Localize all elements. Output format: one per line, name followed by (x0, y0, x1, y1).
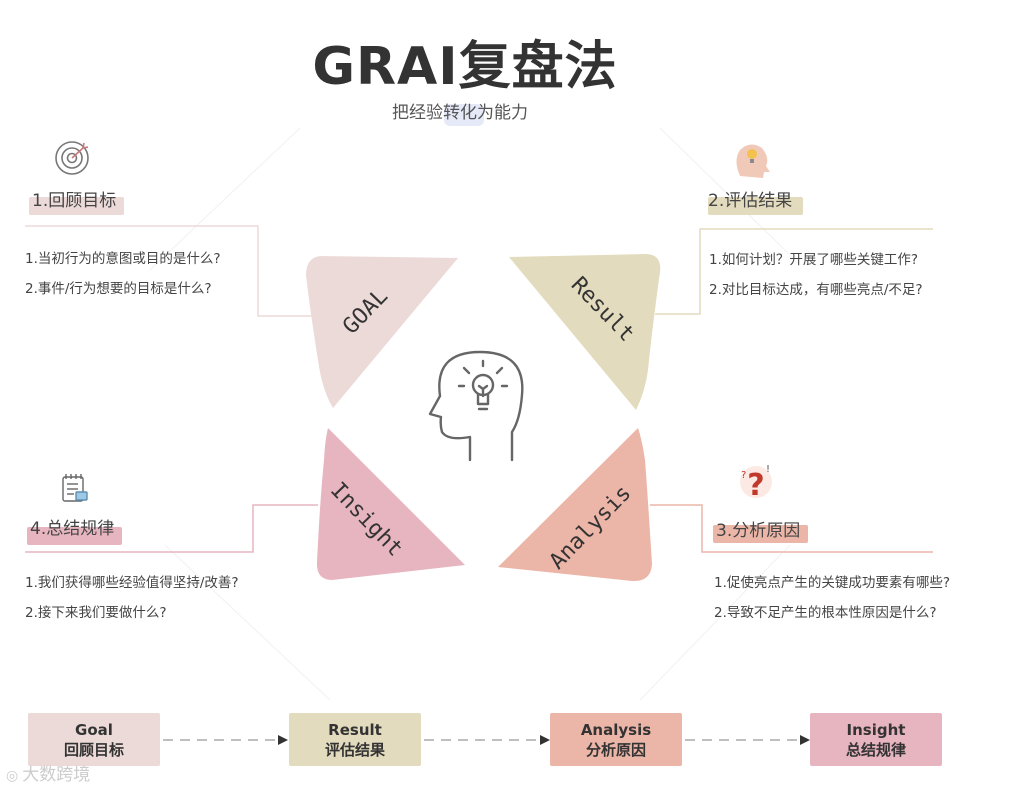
result-question-2: 2.对比目标达成，有哪些亮点/不足? (709, 282, 923, 298)
flow-step-insight-en: Insight (846, 720, 906, 739)
result-connector (655, 228, 933, 315)
result-question-1: 1.如何计划？开展了哪些关键工作? (709, 252, 919, 268)
watermark-logo-icon: ◎ (6, 768, 19, 784)
analysis-wedge (498, 428, 652, 582)
insight-question-2: 2.接下来我们要做什么? (25, 605, 167, 621)
flow-arrowheads (278, 735, 810, 745)
result-section-title: 2.评估结果 (708, 191, 793, 211)
analysis-title-highlight (713, 525, 808, 543)
target-icon (55, 141, 89, 175)
connectors (25, 225, 933, 553)
goal-wedge (306, 256, 458, 408)
insight-question-1: 1.我们获得哪些经验值得坚持/改善? (25, 575, 239, 591)
flow-step-analysis-en: Analysis (580, 720, 652, 739)
question-person-icon: ? ? ! (740, 464, 772, 503)
insight-section-title: 4.总结规律 (30, 519, 115, 539)
goal-question-1: 1.当初行为的意图或目的是什么? (25, 251, 221, 267)
insight-title-highlight (27, 527, 122, 545)
flow-step-goal: Goal 回顾目标 (28, 713, 160, 766)
head-lightbulb-icon (428, 350, 524, 462)
lightbulb-head-icon (736, 144, 770, 178)
goal-section-title: 1.回顾目标 (32, 191, 117, 211)
analysis-section-title: 3.分析原因 (716, 521, 801, 541)
subtitle-highlight (444, 104, 484, 126)
page-subtitle: 把经验转化为能力 (392, 103, 528, 123)
flow-step-result: Result 评估结果 (289, 713, 421, 766)
insight-connector (25, 504, 318, 553)
flow-step-goal-zh: 回顾目标 (63, 740, 124, 759)
insight-wedge (316, 428, 465, 580)
goal-question-2: 2.事件/行为想要的目标是什么? (25, 281, 212, 297)
svg-text:!: ! (766, 464, 770, 475)
goal-title-highlight (29, 197, 124, 215)
flow-step-result-zh: 评估结果 (324, 740, 385, 759)
watermark-text: 大数跨境 (22, 765, 91, 785)
analysis-question-2: 2.导致不足产生的根本性原因是什么? (714, 605, 937, 621)
page-title: GRAI复盘法 (312, 37, 618, 97)
goal-connector (25, 225, 312, 317)
flow-step-insight: Insight 总结规律 (810, 713, 942, 766)
notebook-icon (62, 474, 88, 502)
svg-text:?: ? (747, 468, 764, 503)
analysis-question-1: 1.促使亮点产生的关键成功要素有哪些? (714, 575, 951, 591)
watermark: ◎大数跨境 (6, 760, 90, 785)
flow-step-analysis-zh: 分析原因 (585, 740, 646, 759)
result-title-highlight (708, 197, 803, 215)
flow-step-result-en: Result (328, 720, 382, 739)
result-wedge (509, 254, 661, 410)
flow-step-analysis: Analysis 分析原因 (550, 713, 682, 766)
svg-text:?: ? (741, 470, 746, 481)
flow-step-insight-zh: 总结规律 (845, 740, 906, 759)
diamond-guides (149, 127, 791, 701)
analysis-connector (650, 504, 933, 553)
flow-step-goal-en: Goal (75, 720, 113, 739)
